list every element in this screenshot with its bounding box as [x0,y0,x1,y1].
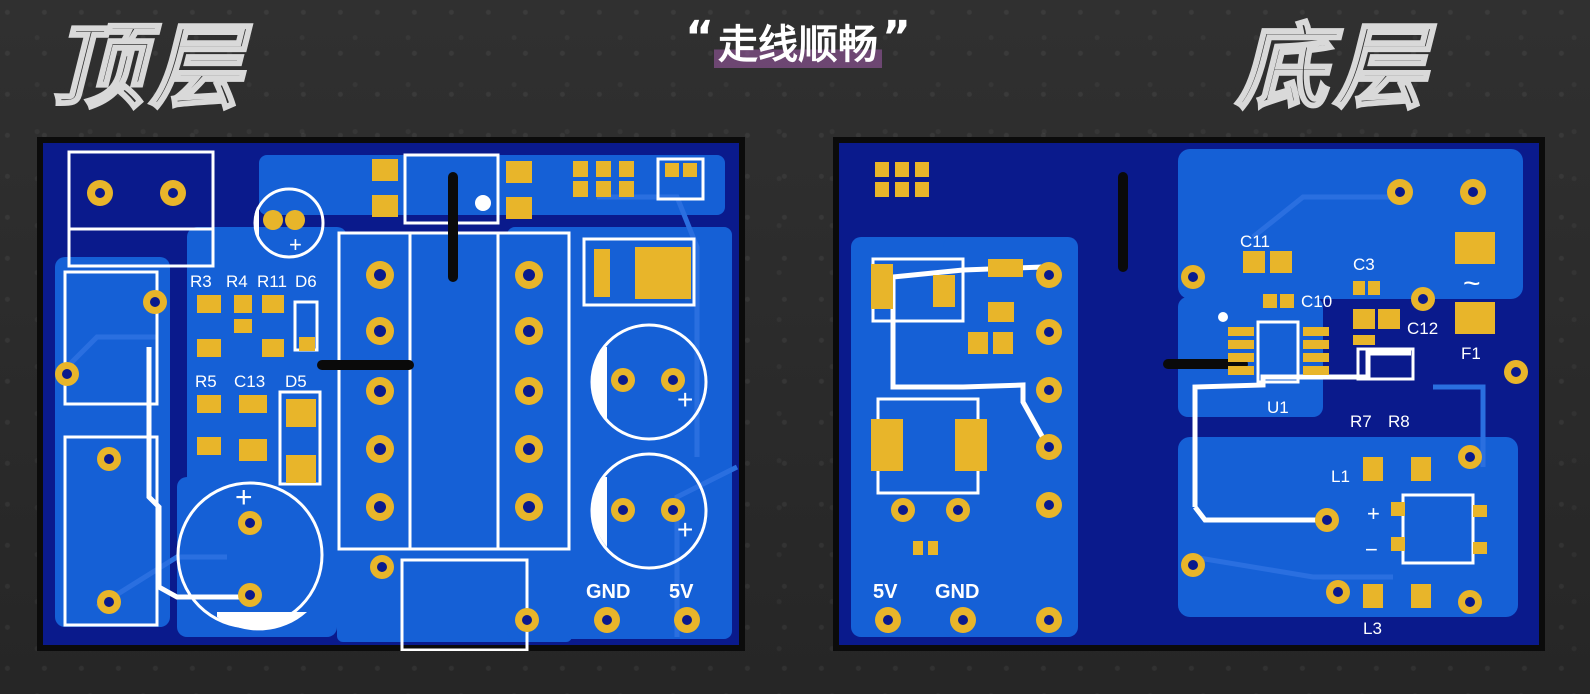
label-5v: 5V [669,581,694,603]
label-gnd: GND [935,581,979,603]
label-r5: R5 [195,372,217,391]
label-r3: R3 [190,272,212,291]
annotation-trace-2 [1192,350,1411,507]
label-r7: R7 [1350,412,1372,431]
label-f1: F1 [1461,344,1481,363]
label-l3: L3 [1363,619,1382,638]
label-gnd: GND [586,581,630,603]
smd-pads [197,159,697,483]
caption: “走线顺畅” [648,8,948,75]
label-d5: D5 [285,372,307,391]
label-tilde: ~ [1463,267,1481,300]
title-top-layer: 顶层 [50,14,249,121]
label-r8: R8 [1388,412,1410,431]
caption-text: 走线顺畅 [714,22,882,68]
open-quote: “ [685,12,714,63]
label-c12: C12 [1407,319,1438,338]
annotation-trace-1 [890,277,1051,449]
label-c10: C10 [1301,292,1332,311]
label-r4: R4 [226,272,248,291]
label-plus-c3: + [677,384,693,415]
label-minus: − [1365,537,1378,562]
close-quote: ” [882,12,911,63]
label-plus: + [1367,501,1380,526]
label-c3: C3 [1353,255,1375,274]
label-l1: L1 [1331,467,1350,486]
label-c13: C13 [234,372,265,391]
bottom-layer-pcb: C11 C3 C10 C12 U1 R7 R8 F1 L1 L3 + − ~ 5… [833,137,1545,651]
annotation-trace [146,347,250,600]
top-layer-pcb: R3 R4 R11 D6 R5 C13 D5 GND 5V + + + + [37,137,745,651]
smd-pads [871,162,1495,608]
label-u1: U1 [1267,398,1289,417]
label-r11: R11 [257,272,287,291]
label-plus-c4: + [677,514,693,545]
label-plus-c2: + [235,481,253,514]
label-5v: 5V [873,581,898,603]
title-bottom-layer: 底层 [1234,14,1433,121]
label-plus-c1: + [289,232,302,257]
label-c11: C11 [1240,232,1270,251]
label-d6: D6 [295,272,317,291]
